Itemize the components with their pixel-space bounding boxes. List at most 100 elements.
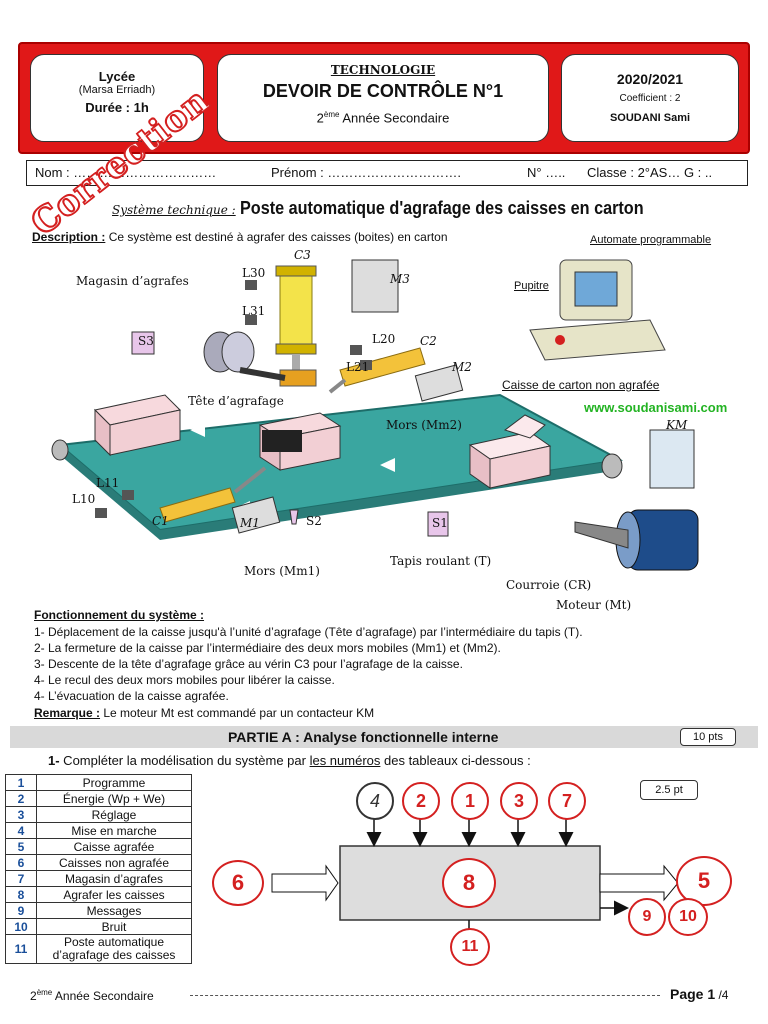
school-year: 2020/2021 xyxy=(616,71,684,87)
motor-mt xyxy=(574,509,699,571)
description-text: Ce système est destiné à agrafer des cai… xyxy=(108,230,448,244)
school-box: Lycée (Marsa Erriadh) Durée : 1h xyxy=(30,54,204,142)
footer-dashes xyxy=(190,995,660,996)
output-arrow xyxy=(599,864,679,902)
label-tete: Tête d’agrafage xyxy=(188,394,284,408)
answer-top-4: 3 xyxy=(500,782,538,820)
system-label: Système technique : xyxy=(112,203,236,217)
author: SOUDANI Sami xyxy=(609,112,691,124)
label-courroie: Courroie (CR) xyxy=(506,578,592,592)
box-agrafee xyxy=(93,394,182,457)
answer-top-1: 4 xyxy=(356,782,394,820)
title-box: TECHNOLOGIE DEVOIR DE CONTRÔLE N°1 2ème … xyxy=(217,54,549,142)
question-1: 1- Compléter la modélisation du système … xyxy=(48,753,531,768)
number-field[interactable]: N° ….. xyxy=(527,165,566,180)
step-5: 4- L’évacuation de la caisse agrafée. xyxy=(34,689,229,703)
limit-switches xyxy=(95,280,372,518)
student-info-row: Nom : …………………………… Prénom : …………………………. N… xyxy=(26,160,748,186)
label-m2: M2 xyxy=(452,360,472,374)
label-l11: L11 xyxy=(96,476,120,490)
year-box: 2020/2021 Coefficient : 2 SOUDANI Sami xyxy=(561,54,739,142)
firstname-field[interactable]: Prénom : …………………………. xyxy=(271,165,461,180)
sensor-s1 xyxy=(427,511,449,537)
description-line: Description : Ce système est destiné à a… xyxy=(32,230,448,244)
answer-function: 8 xyxy=(442,858,496,908)
conveyor-edge xyxy=(60,445,160,540)
description-label: Description : xyxy=(32,230,106,244)
label-magasin: Magasin d’agrafes xyxy=(76,274,189,288)
partA-points: 10 pts xyxy=(680,728,736,746)
school-name: Lycée xyxy=(98,69,136,84)
class-field[interactable]: Classe : 2°AS… G : .. xyxy=(587,165,713,180)
partA-band: PARTIE A : Analyse fonctionnelle interne… xyxy=(10,726,758,748)
input-arrow xyxy=(271,864,339,902)
step-3: 3- Descente de la tête d’agrafage grâce … xyxy=(34,657,463,671)
footer-level: 2ème Année Secondaire xyxy=(30,988,154,1003)
label-c1: C1 xyxy=(152,514,169,528)
system-diagram xyxy=(51,259,699,571)
exam-level: 2ème Année Secondaire xyxy=(316,110,450,126)
duration: Durée : 1h xyxy=(85,100,149,115)
label-c2: C2 xyxy=(420,334,437,348)
partA-title: PARTIE A : Analyse fonctionnelle interne xyxy=(228,729,499,745)
label-l20: L20 xyxy=(372,332,396,346)
step-1: 1- Déplacement de la caisse jusqu'à l’un… xyxy=(34,625,583,639)
box-non-agrafee xyxy=(468,414,552,489)
cylinder-c2 xyxy=(328,347,426,394)
school-place: (Marsa Erriadh) xyxy=(78,84,156,96)
page-number: Page 1 /4 xyxy=(670,986,729,1002)
label-l30: L30 xyxy=(242,266,266,280)
step-4: 4- Le recul des deux mors mobiles pour l… xyxy=(34,673,335,687)
system-title-line: Système technique : Poste automatique d'… xyxy=(112,198,689,219)
label-mm1: Mors (Mm1) xyxy=(244,564,320,578)
subject: TECHNOLOGIE xyxy=(330,63,436,77)
label-km: KM xyxy=(666,418,688,432)
label-caisse-non: Caisse de carton non agrafée xyxy=(502,378,660,392)
label-moteur: Moteur (Mt) xyxy=(556,598,632,612)
answer-output-2a: 9 xyxy=(628,898,666,936)
label-m1: M1 xyxy=(240,516,260,530)
label-tapis: Tapis roulant (T) xyxy=(390,554,492,568)
fonctionnement-title: Fonctionnement du système : xyxy=(34,608,205,622)
answer-input: 6 xyxy=(212,860,264,906)
plc-automaton xyxy=(529,259,666,361)
distributor-m2 xyxy=(414,364,464,402)
question-1-points: 2.5 pt xyxy=(640,780,698,800)
label-l31: L31 xyxy=(242,304,266,318)
distributor-m1 xyxy=(231,496,281,534)
distributor-m3 xyxy=(351,259,399,313)
answer-top-3: 1 xyxy=(451,782,489,820)
label-automate: Automate programmable xyxy=(590,234,712,246)
box-stapling xyxy=(258,412,342,471)
name-field[interactable]: Nom : …………………………… xyxy=(35,165,217,180)
contactor-km xyxy=(649,429,695,489)
system-title: Poste automatique d'agrafage des caisses… xyxy=(240,198,644,218)
remarque: Remarque : Le moteur Mt est commandé par… xyxy=(34,706,375,720)
header-banner: Lycée (Marsa Erriadh) Durée : 1h TECHNOL… xyxy=(18,42,750,154)
answer-top-5: 7 xyxy=(548,782,586,820)
sensor-s2 xyxy=(289,509,299,525)
label-s3: S3 xyxy=(138,334,154,348)
sensor-s3 xyxy=(131,331,155,355)
roller-right xyxy=(601,453,623,479)
staple-magazine xyxy=(203,331,286,381)
control-arrows xyxy=(366,816,574,847)
label-l10: L10 xyxy=(72,492,96,506)
answer-output-2b: 10 xyxy=(668,898,708,936)
label-pupitre: Pupitre xyxy=(514,280,549,292)
answer-top-2: 2 xyxy=(402,782,440,820)
cylinder-c3 xyxy=(275,265,317,387)
answer-support: 11 xyxy=(450,928,490,966)
label-mm2: Mors (Mm2) xyxy=(386,418,462,432)
